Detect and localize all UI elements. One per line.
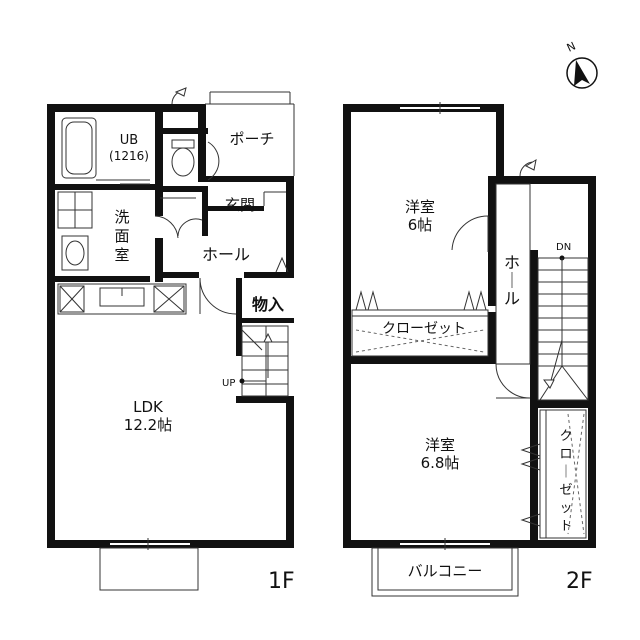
room-label-closet-2-1: ク [559,429,572,444]
north-label: N [565,39,578,54]
room-label-western-1: 洋室 [405,198,435,216]
room-label-hall-2f-2: ｜ [504,271,520,290]
room-label-porch: ポーチ [229,130,274,148]
room-label-closet-2-4: ゼ [559,483,572,498]
room-label-senmen-3: 室 [114,246,129,264]
stairs-1f [239,325,289,397]
stair-up-label: UP [222,378,235,389]
room-label-hall-2f-1: ホ [504,253,520,272]
room-label-storage: 物入 [252,295,284,314]
floor-plan-2f: 洋室 6帖 クローゼット ホ ｜ ル DN 洋室 6.8帖 ク ロ ｜ ゼ ッ … [343,102,596,597]
stair-down-label: DN [556,242,571,253]
room-label-western-2: 洋室 [425,436,455,454]
room-label-hall-1f: ホール [202,245,250,264]
room-label-closet-2-3: ｜ [559,465,572,480]
room-label-closet-2-5: ッ [559,501,572,516]
north-arrow-icon: N [565,39,598,89]
room-size-western-1: 6帖 [408,216,433,234]
room-label-ub: UB [120,133,138,148]
room-size-ldk: 12.2帖 [124,416,172,434]
floor-label-2f: 2F [566,569,593,594]
room-size-western-2: 6.8帖 [421,454,460,472]
room-label-hall-2f-3: ル [504,289,520,308]
room-label-closet-1: クローゼット [382,321,466,337]
room-label-senmen-2: 面 [114,227,129,245]
room-size-ub: (1216) [109,149,149,163]
floor-plan-1f: UB (1216) ポーチ 玄関 洗 面 室 ホール 物入 LDK 12.2帖 … [47,87,295,594]
stairs-2f [537,255,589,401]
room-label-balcony: バルコニー [408,562,483,580]
room-label-closet-2-2: ロ [559,447,572,462]
room-label-senmen-1: 洗 [114,208,129,226]
room-label-genkan: 玄関 [225,196,255,214]
closet-2 [520,409,587,539]
closet-1 [351,290,489,357]
floor-label-1f: 1F [268,569,295,594]
room-label-ldk: LDK [133,398,164,416]
room-label-closet-2-6: ト [559,519,572,534]
